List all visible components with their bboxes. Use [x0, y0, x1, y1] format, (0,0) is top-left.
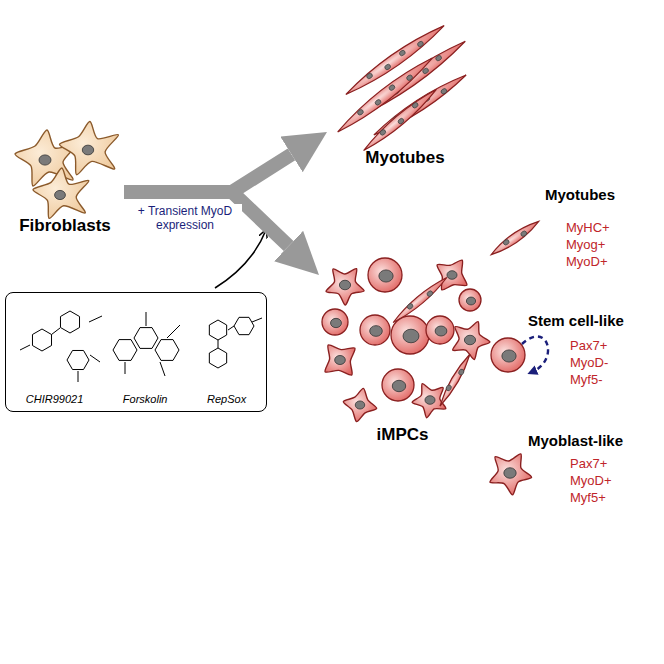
group-label: iMPCs: [377, 425, 429, 445]
transition-arrow: [124, 192, 289, 246]
chemical-ring: [113, 340, 137, 361]
myoblast-cell: [325, 345, 355, 375]
nucleus: [39, 155, 51, 165]
chemical-bond: [160, 362, 165, 376]
chemical-bond: [89, 316, 102, 322]
nucleus: [435, 326, 447, 336]
nucleus: [425, 396, 435, 405]
group-label: Myotubes: [365, 148, 444, 168]
chemical-bond: [90, 355, 100, 362]
marker-label: Myf5+: [570, 490, 606, 505]
nucleus: [502, 350, 516, 362]
chemical-bond: [167, 325, 180, 338]
marker-label: MyoD-: [570, 355, 608, 370]
stem-cell: [382, 369, 414, 401]
nucleus: [335, 355, 346, 364]
myoblast-cell: [490, 454, 532, 495]
fibroblast-cell: [33, 168, 89, 218]
nucleus: [504, 468, 516, 478]
marker-label: Myf5-: [570, 372, 603, 387]
nucleus: [447, 271, 457, 280]
cell-type-heading: Myotubes: [545, 186, 615, 203]
stem-cell: [360, 315, 390, 345]
chemical-bond: [252, 318, 262, 322]
chemical-bond: [146, 312, 147, 326]
chemical-bond: [78, 371, 79, 382]
nucleus: [392, 380, 405, 391]
myoblast-cell: [412, 384, 446, 418]
compound-box: CHIR99021 Forskolin RepSox: [5, 292, 267, 412]
compound-name: RepSox: [207, 393, 246, 405]
myotube-cell: [360, 86, 439, 155]
myoblast-cell: [453, 322, 490, 360]
nucleus: [370, 326, 383, 337]
chemical-ring: [209, 348, 226, 368]
chemical-bond: [228, 326, 234, 330]
fibroblast-cell: [15, 130, 77, 186]
chemical-ring: [60, 311, 79, 333]
marker-label: Pax7+: [570, 338, 607, 353]
marker-label: MyoD+: [570, 473, 612, 488]
stem-cell: [459, 289, 481, 311]
stem-cell: [368, 258, 402, 292]
self-renewal-arrow: [522, 336, 548, 372]
nucleus: [403, 329, 419, 343]
nucleus: [339, 280, 350, 290]
marker-label: Pax7+: [570, 456, 607, 471]
nucleus: [82, 145, 93, 155]
compound-name: CHIR99021: [26, 393, 83, 405]
chemical-bond: [218, 340, 219, 348]
chemical-bond: [125, 362, 126, 374]
chemical-ring: [234, 317, 254, 334]
marker-label: MyoD+: [566, 254, 608, 269]
cell-group: Fibroblasts: [6, 128, 124, 236]
myoblast-cell: [326, 269, 364, 305]
fibroblast-cell: [59, 121, 118, 174]
myotube-cell: [437, 352, 474, 408]
stem-cell: [322, 309, 348, 335]
chemical-ring: [209, 320, 226, 340]
chemical-bond: [20, 345, 30, 350]
myoblast-cell: [343, 388, 376, 421]
cell-type-heading: Myoblast-like: [528, 432, 623, 449]
treatment-arrow: [215, 230, 266, 288]
nucleus: [464, 335, 475, 345]
cell-group: iMPCs: [315, 255, 490, 445]
marker-label: MyHC+: [566, 220, 610, 235]
myoblast-cell: [437, 260, 467, 290]
nucleus: [355, 401, 365, 409]
nucleus: [466, 297, 475, 305]
chemical-bond: [52, 328, 60, 335]
nucleus: [379, 270, 393, 282]
cell-type-heading: Stem cell-like: [528, 312, 624, 329]
compound-name: Forskolin: [123, 393, 168, 405]
cell-group: Myotubes: [325, 22, 485, 168]
edge-label: + Transient MyoD expression: [128, 204, 242, 232]
myotube-cell: [489, 218, 542, 259]
stem-cell: [426, 316, 454, 344]
chemical-ring: [155, 340, 179, 361]
stem-cell: [391, 316, 429, 354]
group-label: Fibroblasts: [19, 216, 111, 236]
nucleus: [331, 318, 342, 327]
chemical-ring: [32, 329, 51, 351]
chemical-ring: [134, 328, 158, 349]
nucleus: [55, 190, 66, 199]
chemical-ring: [67, 350, 89, 369]
stem-cell: [491, 338, 525, 372]
marker-label: Myog+: [566, 237, 605, 252]
